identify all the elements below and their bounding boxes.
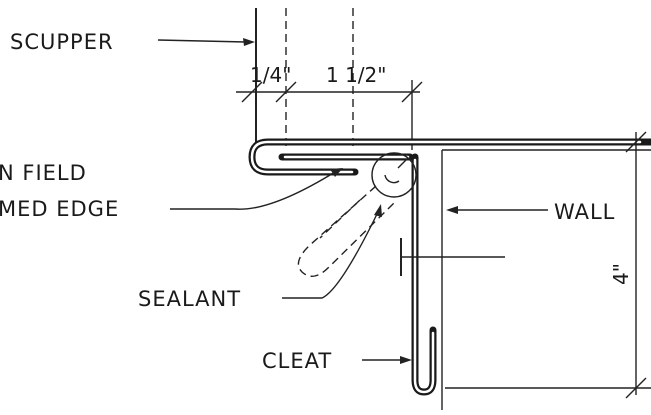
dimension-four-inch: 4" bbox=[609, 263, 633, 285]
sealant-bead-circle bbox=[371, 152, 417, 198]
label-sealant: SEALANT bbox=[138, 287, 241, 311]
hemmed-edge-arrowhead bbox=[330, 168, 343, 177]
cleat-arrowhead bbox=[400, 356, 412, 364]
flashing-hemmed-edge-inner bbox=[250, 140, 642, 174]
sealant-bead-arc bbox=[384, 174, 400, 184]
wall-arrowhead bbox=[446, 206, 458, 214]
label-scupper: SCUPPER bbox=[10, 30, 114, 54]
sealant-tube-centerline bbox=[319, 199, 361, 239]
sealant-center-mark bbox=[397, 157, 409, 169]
flashing-vertical-leg-inner bbox=[413, 158, 435, 394]
flashing-vertical-leg bbox=[411, 153, 437, 396]
scupper-arrowhead bbox=[243, 38, 255, 46]
sealant-tube-outline bbox=[297, 185, 395, 278]
label-cleat: CLEAT bbox=[262, 349, 332, 373]
dim-tick-right-top bbox=[625, 131, 647, 153]
dimension-quarter-inch: 1/4" bbox=[250, 63, 291, 87]
scupper-leader bbox=[157, 39, 247, 43]
label-field-line2: MED EDGE bbox=[0, 197, 119, 221]
dim-tick-2 bbox=[275, 81, 297, 103]
dim-tick-1 bbox=[241, 81, 263, 103]
label-wall: WALL bbox=[554, 200, 615, 224]
label-field-line1: N FIELD bbox=[0, 161, 87, 185]
sealant-arrowhead bbox=[374, 204, 382, 217]
dimension-one-and-half-inch: 1 1/2" bbox=[326, 63, 386, 87]
hemmed-edge-leader bbox=[170, 171, 336, 210]
sealant-leader bbox=[282, 211, 379, 299]
